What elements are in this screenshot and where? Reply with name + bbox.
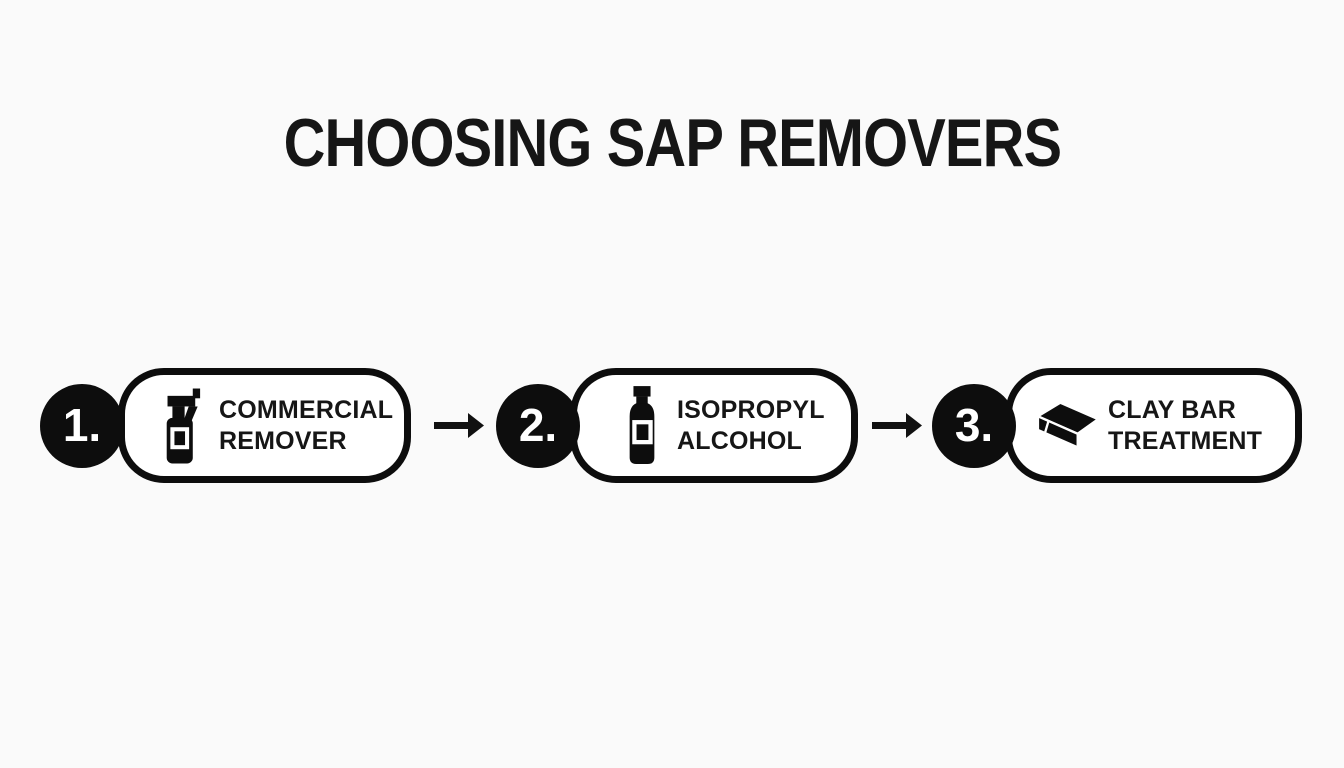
arrow-right-icon xyxy=(434,413,484,438)
step-3-pill-clay-bar-treatment: CLAY BAR TREATMENT xyxy=(1005,368,1302,483)
step-2-label-line-2: ALCOHOL xyxy=(677,426,802,455)
step-1-label-line-2: REMOVER xyxy=(219,426,347,455)
step-3-number: 3. xyxy=(954,399,994,451)
clay-bar-icon xyxy=(1036,400,1100,449)
step-3-number-badge: 3. xyxy=(932,384,1016,468)
page-title: CHOOSING SAP REMOVERS xyxy=(0,104,1344,182)
page-title-text: CHOOSING SAP REMOVERS xyxy=(283,105,1061,181)
step-2-number: 2. xyxy=(518,399,558,451)
step-3-label-line-2: TREATMENT xyxy=(1108,426,1263,455)
step-2-number-badge: 2. xyxy=(496,384,580,468)
step-3-label-line-1: CLAY BAR xyxy=(1108,395,1237,424)
step-2-pill-isopropyl-alcohol: ISOPROPYL ALCOHOL xyxy=(570,368,858,483)
step-3-label: CLAY BAR TREATMENT xyxy=(1108,395,1262,457)
step-1-number: 1. xyxy=(62,399,102,451)
step-1-number-badge: 1. xyxy=(40,384,124,468)
step-1-label: COMMERCIAL REMOVER xyxy=(219,395,393,457)
step-1-pill-commercial-remover: COMMERCIAL REMOVER xyxy=(118,368,411,483)
arrow-right-icon xyxy=(872,413,922,438)
spray-bottle-icon xyxy=(166,388,201,463)
step-2-label-line-1: ISOPROPYL xyxy=(677,395,825,424)
step-2-label: ISOPROPYL ALCOHOL xyxy=(677,395,825,457)
alcohol-bottle-icon xyxy=(629,385,655,464)
step-1-label-line-1: COMMERCIAL xyxy=(219,395,394,424)
